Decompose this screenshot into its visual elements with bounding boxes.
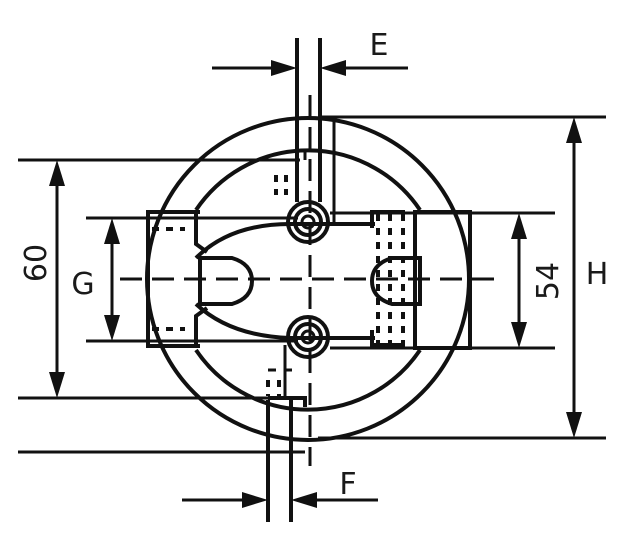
dimension-e-label: E [370,28,389,63]
slot-bottom-step [268,396,307,407]
dimension-60-label: 60 [19,244,54,282]
dimension-h [566,117,582,438]
dimension-e [212,60,408,76]
dimension-g [104,218,120,341]
dimension-f-label: F [339,467,356,502]
dimension-54 [511,213,527,348]
dimension-54-label: 54 [531,262,566,300]
dimension-h-label: H [586,257,609,292]
left-lug [146,210,200,348]
inner-arc [194,148,422,212]
dimension-g-label: G [71,267,94,302]
screw-top [286,200,330,244]
right-pin-cap [369,256,422,306]
dimension-60 [49,160,65,398]
contact-cavity [194,222,375,340]
screw-bottom [286,315,330,359]
inner-arc-bottom [194,348,422,412]
left-pin-cap [198,256,255,306]
dimension-f [182,492,378,508]
